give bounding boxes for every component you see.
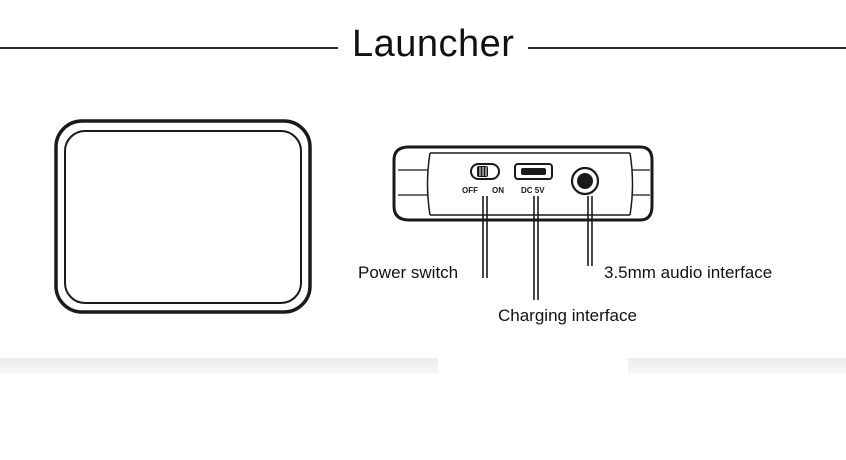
power-switch-label: Power switch — [358, 263, 459, 282]
dc-marking: DC 5V — [521, 186, 545, 195]
charging-interface-label: Charging interface — [498, 306, 637, 325]
power-switch — [470, 163, 500, 180]
audio-interface-label: 3.5mm audio interface — [604, 263, 773, 282]
bottom-band-gap — [438, 358, 628, 374]
callout-lines — [482, 196, 593, 300]
header-rule-left — [0, 47, 338, 49]
page-title: Launcher — [352, 23, 515, 65]
header-rule-right — [528, 47, 846, 49]
audio-jack — [570, 166, 600, 196]
device-front-view — [54, 119, 312, 314]
device-side-view — [392, 145, 654, 222]
usb-port — [514, 163, 553, 180]
bottom-divider-band — [0, 358, 846, 374]
on-marking: ON — [492, 186, 504, 195]
off-marking: OFF — [462, 186, 478, 195]
